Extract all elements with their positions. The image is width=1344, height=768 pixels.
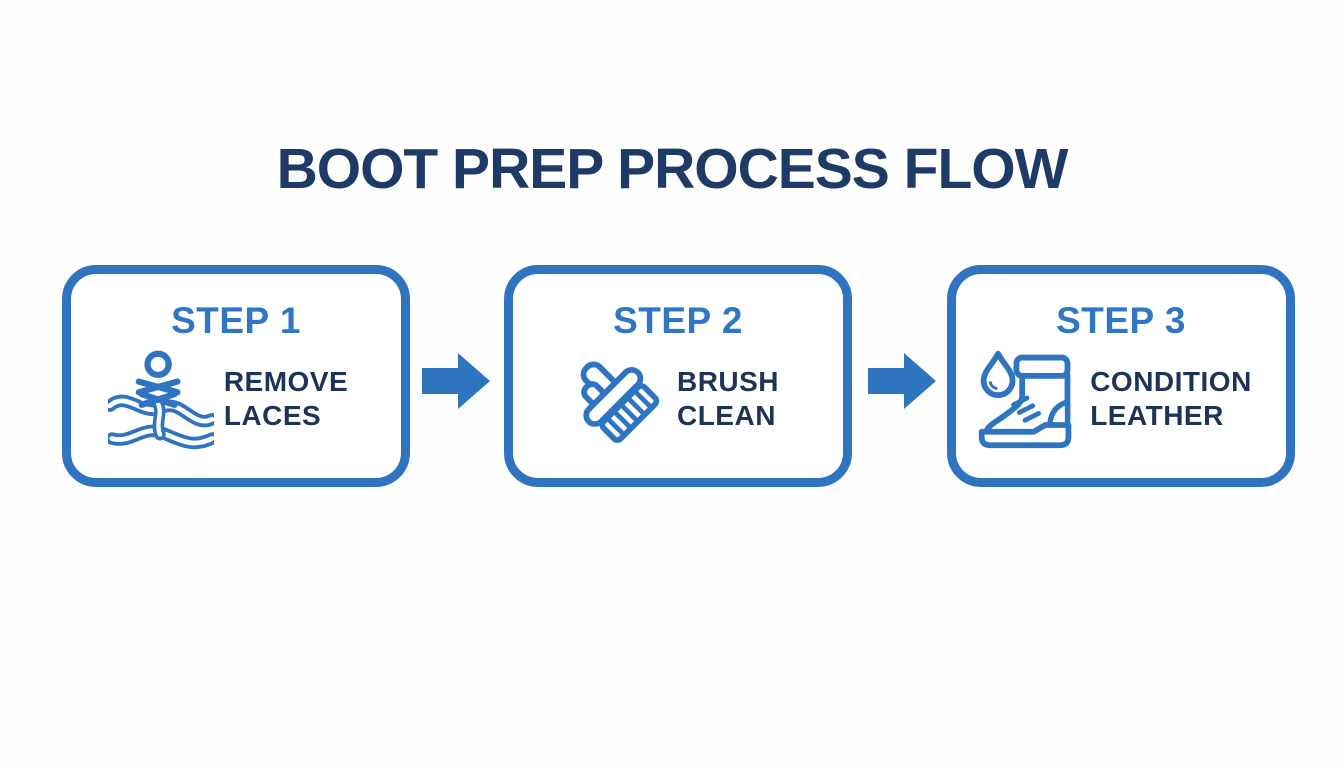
step-3-content: CONDITION LEATHER <box>974 346 1252 452</box>
right-arrow-icon <box>422 351 492 411</box>
page-title: BOOT PREP PROCESS FLOW <box>276 137 1069 201</box>
step-1-heading: STEP 1 <box>171 300 301 341</box>
step-3-label: CONDITION LEATHER <box>1090 366 1252 431</box>
step-1-label: REMOVE LACES <box>223 366 349 431</box>
step-2-heading: STEP 2 <box>613 300 743 341</box>
laces-icon <box>107 346 214 452</box>
step-1-content: REMOVE LACES <box>107 346 349 452</box>
step-box-1: STEP 1 REMOVE <box>62 265 410 487</box>
step-box-2: STEP 2 BRUSH C <box>504 265 852 487</box>
boot-drop-icon <box>974 346 1080 452</box>
step-2-content: BRUSH CLEAN <box>561 346 779 452</box>
right-arrow-icon <box>868 351 938 411</box>
step-3-heading: STEP 3 <box>1056 300 1186 341</box>
step-2-label: BRUSH CLEAN <box>676 366 780 431</box>
step-box-3: STEP 3 <box>947 265 1295 487</box>
brush-icon <box>561 346 667 452</box>
